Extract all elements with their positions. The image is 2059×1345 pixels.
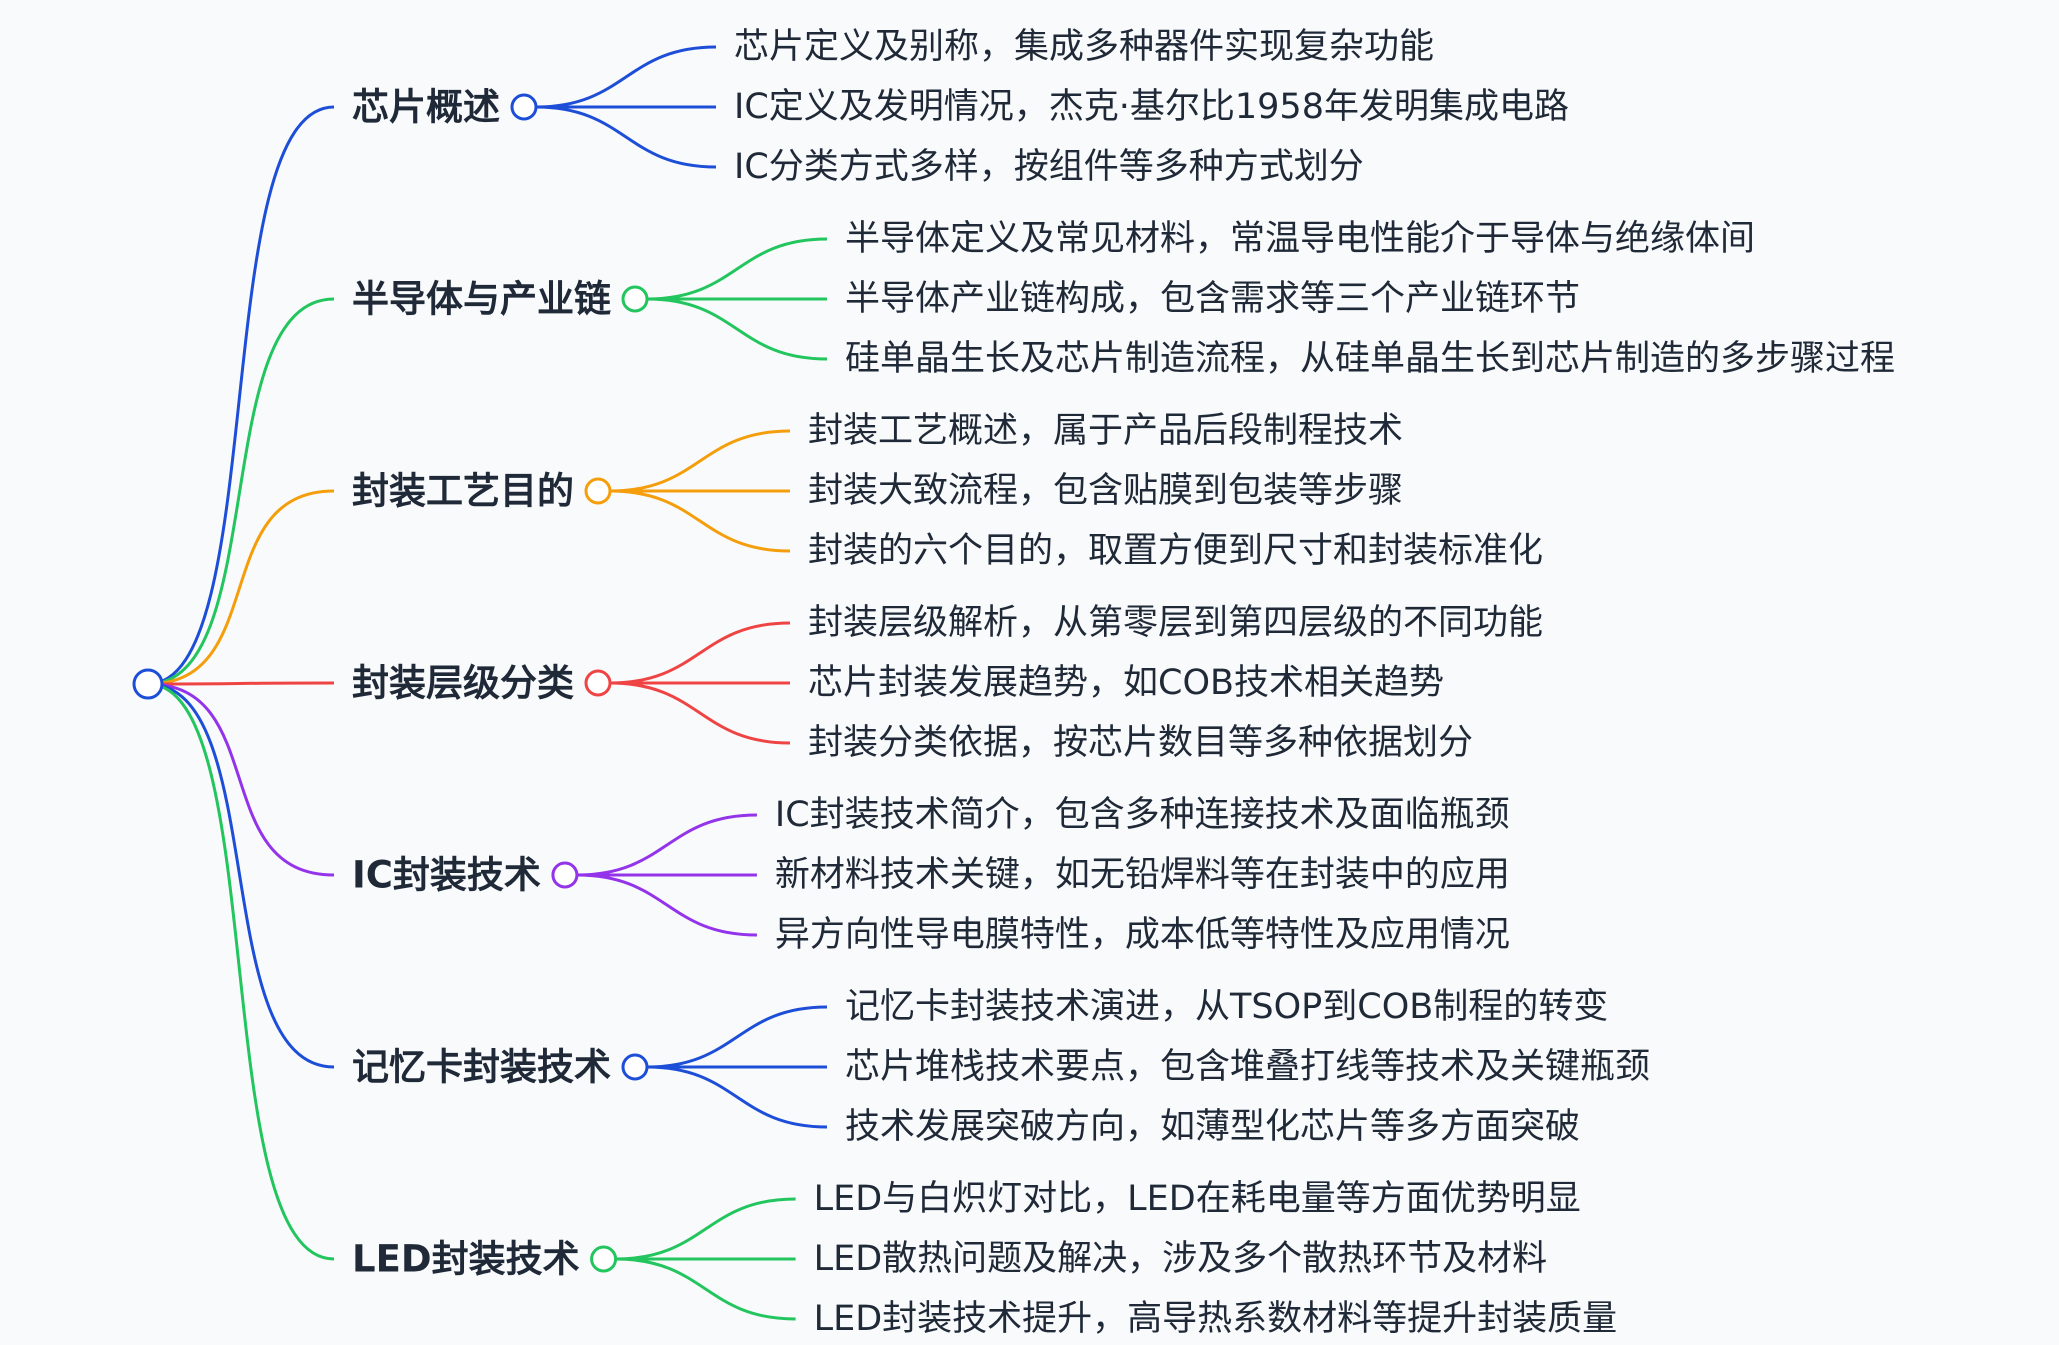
branch-label-packaging-purpose[interactable]: 封装工艺目的 — [352, 470, 574, 513]
branch-label-ic-packaging[interactable]: IC封装技术 — [352, 854, 541, 897]
root-connector — [147, 297, 335, 686]
branch-node-ic-packaging[interactable] — [551, 861, 579, 889]
leaf-label[interactable]: 封装工艺概述，属于产品后段制程技术 — [808, 411, 1403, 451]
leaf-label[interactable]: 封装分类依据，按芯片数目等多种依据划分 — [808, 723, 1473, 763]
leaf-label[interactable]: LED与白炽灯对比，LED在耗电量等方面优势明显 — [814, 1179, 1581, 1219]
leaf-connector — [646, 237, 828, 301]
node-layer: 芯片概述 芯片定义及别称，集成多种器件实现复杂功能 IC定义及发明情况，杰克·基尔比… — [132, 27, 1895, 1339]
branch-label-packaging-levels[interactable]: 封装层级分类 — [352, 662, 574, 705]
root-connector — [147, 489, 335, 686]
leaf-label[interactable]: IC分类方式多样，按组件等多种方式划分 — [734, 147, 1364, 187]
leaf-connector — [615, 1197, 796, 1261]
root-connector — [147, 682, 335, 1261]
leaf-label[interactable]: 异方向性导电膜特性，成本低等特性及应用情况 — [775, 915, 1510, 955]
leaf-label[interactable]: 新材料技术关键，如无铅焊料等在封装中的应用 — [775, 855, 1510, 895]
branch-node-semiconductor-chain[interactable] — [621, 285, 649, 313]
branch-node-memory-card-packaging[interactable] — [621, 1053, 649, 1081]
leaf-connector — [609, 489, 791, 553]
leaf-connector — [535, 45, 717, 109]
leaf-connector — [609, 681, 791, 745]
leaf-label[interactable]: 半导体产业链构成，包含需求等三个产业链环节 — [845, 279, 1580, 319]
leaf-connector — [609, 429, 791, 493]
root-connector — [147, 681, 335, 686]
leaf-connector — [576, 873, 757, 937]
branch-node-packaging-levels[interactable] — [584, 669, 612, 697]
root-connector — [147, 105, 335, 686]
branch-node-led-packaging[interactable] — [590, 1245, 618, 1273]
leaf-connector — [646, 1005, 828, 1069]
branch-node-chip-overview[interactable] — [510, 93, 538, 121]
root-node[interactable] — [132, 668, 164, 700]
leaf-connector — [646, 297, 828, 361]
branch-label-led-packaging[interactable]: LED封装技术 — [352, 1238, 580, 1281]
branch-label-semiconductor-chain[interactable]: 半导体与产业链 — [352, 278, 611, 321]
branch-label-chip-overview[interactable]: 芯片概述 — [352, 86, 500, 129]
root-connector — [147, 682, 335, 1069]
leaf-label[interactable]: LED散热问题及解决，涉及多个散热环节及材料 — [814, 1239, 1548, 1279]
leaf-label[interactable]: 芯片堆栈技术要点，包含堆叠打线等技术及关键瓶颈 — [845, 1047, 1650, 1087]
leaf-connector — [615, 1257, 796, 1321]
branch-label-memory-card-packaging[interactable]: 记忆卡封装技术 — [352, 1046, 611, 1089]
root-connector — [147, 682, 335, 877]
leaf-label[interactable]: 技术发展突破方向，如薄型化芯片等多方面突破 — [845, 1107, 1580, 1147]
leaf-label[interactable]: 半导体定义及常见材料，常温导电性能介于导体与绝缘体间 — [845, 219, 1755, 259]
leaf-label[interactable]: 封装的六个目的，取置方便到尺寸和封装标准化 — [808, 531, 1543, 571]
leaf-label[interactable]: IC定义及发明情况，杰克·基尔比1958年发明集成电路 — [734, 87, 1569, 127]
leaf-label[interactable]: LED封装技术提升，高导热系数材料等提升封装质量 — [814, 1299, 1618, 1339]
leaf-label[interactable]: 芯片定义及别称，集成多种器件实现复杂功能 — [734, 27, 1434, 67]
leaf-connector — [609, 621, 791, 685]
connector-layer — [147, 45, 828, 1321]
leaf-label[interactable]: IC封装技术简介，包含多种连接技术及面临瓶颈 — [775, 795, 1510, 835]
leaf-label[interactable]: 记忆卡封装技术演进，从TSOP到COB制程的转变 — [845, 987, 1608, 1027]
leaf-label[interactable]: 封装大致流程，包含贴膜到包装等步骤 — [808, 471, 1403, 511]
leaf-connector — [646, 1065, 828, 1129]
branch-node-packaging-purpose[interactable] — [584, 477, 612, 505]
leaf-label[interactable]: 硅单晶生长及芯片制造流程，从硅单晶生长到芯片制造的多步骤过程 — [845, 339, 1895, 379]
leaf-label[interactable]: 芯片封装发展趋势，如COB技术相关趋势 — [808, 663, 1444, 703]
leaf-connector — [576, 813, 757, 877]
leaf-connector — [535, 105, 717, 169]
leaf-label[interactable]: 封装层级解析，从第零层到第四层级的不同功能 — [808, 603, 1543, 643]
